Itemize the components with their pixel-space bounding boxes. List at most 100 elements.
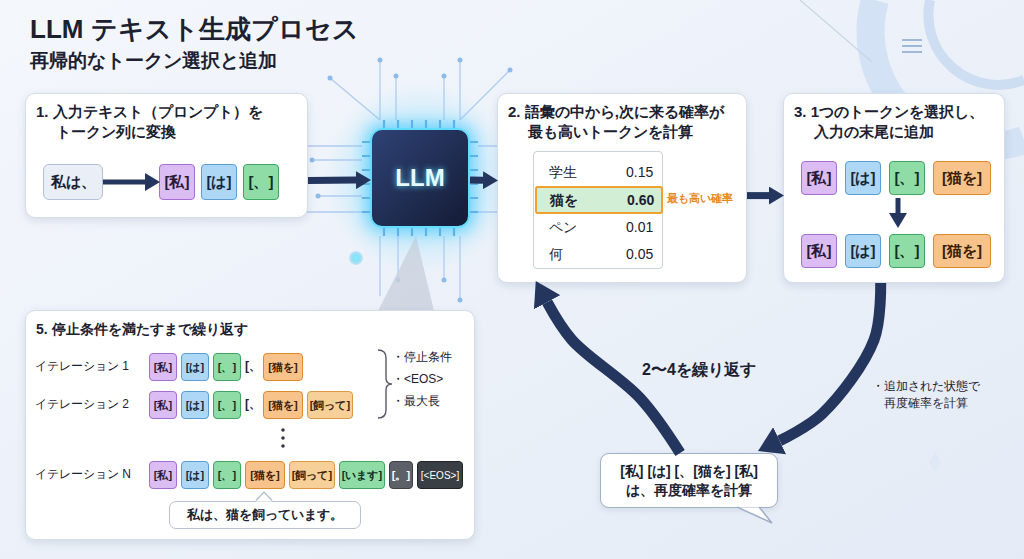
bubble-tail bbox=[737, 507, 772, 523]
token-text: [は] bbox=[186, 468, 204, 483]
decor-icon bbox=[902, 40, 922, 52]
bubble-tail bbox=[256, 492, 272, 501]
token-text: [は] bbox=[186, 360, 204, 375]
token-box: [は] bbox=[845, 234, 881, 268]
token-box: [は] bbox=[181, 391, 209, 419]
token-box: [猫を] bbox=[933, 234, 991, 268]
ellipsis-dots bbox=[281, 428, 285, 448]
flow-arrow bbox=[747, 192, 769, 199]
step-panel: 2. 語彙の中から,次に来る確率が 最も高いトークンを計算学生0.15ペン0.0… bbox=[497, 93, 747, 283]
token-box: [は] bbox=[181, 353, 209, 381]
token-text: [猫を] bbox=[268, 398, 297, 413]
decor-sparkle bbox=[929, 452, 941, 472]
token-box: [。] bbox=[389, 461, 413, 489]
token-box: [私] bbox=[149, 391, 177, 419]
token-text: [は] bbox=[207, 173, 232, 192]
token-box: [飼って] bbox=[307, 391, 353, 419]
token-text: [猫を] bbox=[268, 360, 297, 375]
token-text: [私] bbox=[154, 468, 172, 483]
down-arrow bbox=[896, 198, 901, 213]
token-box: [は] bbox=[845, 161, 881, 195]
step-panel: 1. 入力テキスト（プロンプト）を トークン列に変換私は、 [私] [は] [、] bbox=[25, 93, 308, 218]
token-text: [は] bbox=[851, 169, 876, 188]
chip-glow bbox=[325, 83, 515, 273]
token-text: [、] bbox=[218, 468, 236, 483]
token-box: [は] bbox=[181, 461, 209, 489]
token-text: [私] bbox=[807, 169, 832, 188]
token-box: [、] bbox=[889, 234, 925, 268]
table-cell: 0.15 bbox=[626, 162, 653, 182]
token-box: [私] bbox=[801, 234, 837, 268]
token-box: [猫を] bbox=[245, 461, 285, 489]
loop-arrow bbox=[780, 283, 881, 441]
token-text: [猫を] bbox=[942, 242, 982, 261]
token-box: [は] bbox=[201, 164, 237, 200]
panel-heading: 2. 語彙の中から,次に来る確率が 最も高いトークンを計算 bbox=[508, 102, 744, 142]
speech-bubble: [私] [は] [、[猫を] [私] は、再度確率を計算 bbox=[600, 453, 778, 508]
token-box: [猫を] bbox=[933, 161, 991, 195]
table-cell: 学生 bbox=[549, 162, 577, 182]
probability-table: 学生0.15ペン0.01何0.05猫を0.60 bbox=[533, 151, 663, 269]
decor-dot bbox=[349, 251, 363, 265]
flow-arrow bbox=[470, 177, 483, 184]
token-text: [は] bbox=[186, 398, 204, 413]
token-text: [私] bbox=[165, 173, 190, 192]
decor-arc bbox=[928, 0, 1024, 85]
highlight-row: 猫を0.60 bbox=[535, 186, 663, 214]
token-text: [私] bbox=[154, 360, 172, 375]
token-text: [猫を] bbox=[942, 169, 982, 188]
token-box: [、] bbox=[213, 353, 241, 381]
table-cell: 何 bbox=[549, 244, 563, 264]
token-text: [、] bbox=[218, 360, 236, 375]
table-cell: 猫を bbox=[550, 190, 578, 210]
token-box: [います] bbox=[339, 461, 385, 489]
token-text: [は] bbox=[851, 242, 876, 261]
token-text: [。] bbox=[392, 468, 410, 483]
output-box: 私は、猫を飼っています。 bbox=[169, 501, 361, 529]
step-panel: 5. 停止条件を満たすまで繰り返す[私][は][、][猫を][私][は][、][… bbox=[25, 310, 475, 540]
token-text: [、] bbox=[249, 173, 274, 192]
token-text: [飼って] bbox=[310, 398, 350, 413]
chip-label: LLM bbox=[395, 164, 444, 192]
brace bbox=[378, 350, 392, 418]
token-box: [私] bbox=[149, 353, 177, 381]
panel-heading: 3. 1つのトークンを選択し、 入力の末尾に追加 bbox=[794, 102, 1002, 142]
token-text: [猫を] bbox=[250, 468, 279, 483]
bubble-tail bbox=[256, 492, 272, 502]
token-box: [猫を] bbox=[263, 391, 303, 419]
input-text: 私は、 bbox=[51, 173, 96, 192]
edge-layer bbox=[103, 180, 881, 453]
table-cell: 0.05 bbox=[626, 244, 653, 264]
token-text: [私] bbox=[807, 242, 832, 261]
token-text: [、] bbox=[895, 169, 920, 188]
edge-label: 2〜4を繰り返す bbox=[642, 360, 756, 381]
token-text: [<EOS>] bbox=[421, 470, 459, 481]
loop-arrow bbox=[547, 302, 680, 453]
token-box: [、] bbox=[243, 164, 279, 200]
token-box: [、] bbox=[213, 391, 241, 419]
edge-label: ・追加された状態で 再度確率を計算 bbox=[872, 378, 1016, 412]
token-box: [私] bbox=[801, 161, 837, 195]
panel-heading: 1. 入力テキスト（プロンプト）を トークン列に変換 bbox=[36, 102, 305, 142]
token-text: [います] bbox=[342, 468, 382, 483]
token-text: [私] bbox=[154, 398, 172, 413]
token-box: [<EOS>] bbox=[417, 461, 463, 489]
bubble-text: [私] [は] [、[猫を] [私] は、再度確率を計算 bbox=[607, 462, 771, 500]
step-panel: 3. 1つのトークンを選択し、 入力の末尾に追加 [私] [は] [、] [猫を] [私]… bbox=[783, 93, 1005, 283]
output-text: 私は、猫を飼っています。 bbox=[187, 506, 343, 524]
decor-wedge bbox=[378, 236, 434, 311]
token-text: [、] bbox=[895, 242, 920, 261]
token-text: [、] bbox=[218, 398, 236, 413]
token-text: [飼って] bbox=[292, 468, 332, 483]
token-box: [、] bbox=[889, 161, 925, 195]
bubble-tail bbox=[737, 508, 772, 524]
llm-chip: LLM bbox=[370, 128, 470, 228]
flow-arrow bbox=[308, 177, 356, 184]
chip-pin bbox=[362, 120, 478, 236]
token-box: [私] bbox=[149, 461, 177, 489]
subtitle: 再帰的なトークン選択と追加 bbox=[30, 48, 277, 74]
token-box: [飼って] bbox=[289, 461, 335, 489]
token-box: [、] bbox=[213, 461, 241, 489]
